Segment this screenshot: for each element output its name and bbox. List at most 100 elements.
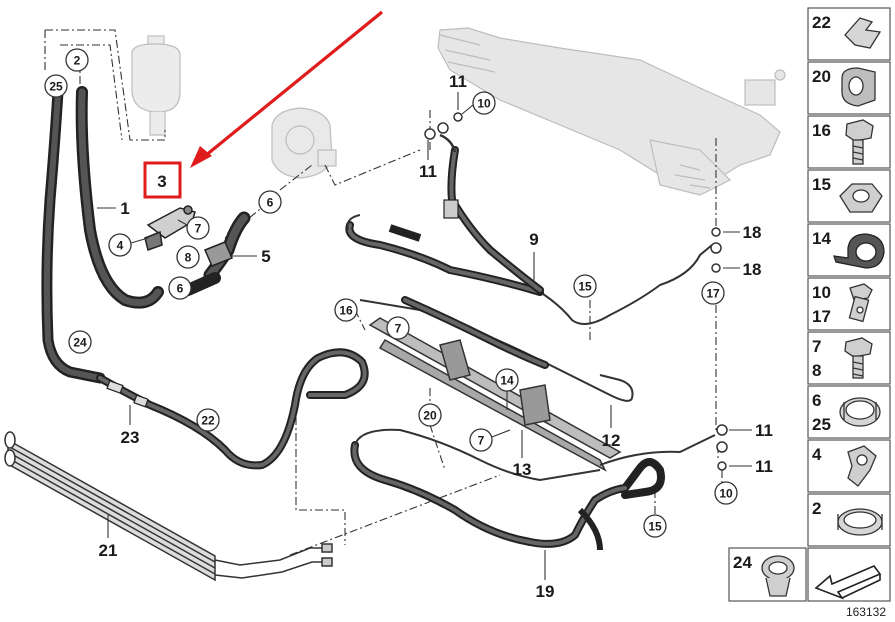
hose-clamp-icon [837, 508, 883, 536]
svg-text:10: 10 [477, 97, 491, 111]
callout-22: 22 [196, 408, 220, 432]
rubber-sleeve-icon [841, 67, 876, 107]
svg-text:15: 15 [648, 520, 662, 534]
callout-5: 5 [261, 247, 270, 266]
legend-item-22: 22 [807, 7, 891, 61]
callout-15b: 15 [643, 514, 667, 538]
leader-4 [130, 237, 149, 244]
leader-7a [177, 219, 188, 226]
hex-nut-icon [839, 183, 883, 213]
highlight-arrowhead [190, 146, 212, 168]
bracket-part-3 [144, 205, 196, 251]
svg-text:20: 20 [812, 67, 831, 86]
callout-24: 24 [68, 330, 92, 354]
svg-text:4: 4 [117, 239, 124, 253]
legend-item-14: 14 [807, 223, 891, 277]
steering-pump [271, 107, 337, 179]
callout-23: 23 [121, 428, 140, 447]
svg-text:22: 22 [201, 414, 215, 428]
callout-17: 17 [701, 281, 725, 305]
svg-text:7: 7 [195, 222, 202, 236]
callout-18a: 18 [743, 223, 762, 242]
legend-item-10-17: 10 17 [807, 277, 891, 331]
figure-number: 163132 [846, 605, 886, 619]
callout-9: 9 [529, 230, 538, 249]
oil-cooler-21 [4, 431, 333, 582]
svg-text:17: 17 [812, 307, 831, 326]
svg-text:16: 16 [339, 304, 353, 318]
callout-1: 1 [120, 199, 129, 218]
highlight-arrow [203, 10, 384, 158]
p-clip-icon [833, 233, 885, 269]
hose-clamp-icon [839, 397, 881, 427]
banjo-bolt-icon [848, 283, 873, 323]
svg-text:10: 10 [812, 283, 831, 302]
callout-6a: 6 [258, 190, 282, 214]
callout-2: 2 [65, 48, 89, 72]
callout-7a: 7 [186, 216, 210, 240]
callout-13: 13 [513, 460, 532, 479]
svg-text:4: 4 [812, 445, 822, 464]
legend-item-4: 4 [807, 439, 891, 493]
return-hose-22 [96, 348, 369, 470]
callout-21: 21 [99, 541, 118, 560]
callout-6b: 6 [168, 276, 192, 300]
clamp-part-8 [204, 241, 233, 267]
callout-11d: 11 [755, 457, 773, 476]
callout-10a: 10 [472, 91, 496, 115]
svg-text:15: 15 [578, 280, 592, 294]
legend-item-24: 24 [728, 547, 807, 602]
svg-text:7: 7 [478, 434, 485, 448]
callout-14: 14 [495, 368, 519, 392]
legend-item-6-25: 6 25 [807, 385, 891, 439]
callout-11c: 11 [755, 421, 773, 440]
callout-8: 8 [176, 245, 200, 269]
svg-text:24: 24 [733, 553, 752, 572]
svg-text:2: 2 [74, 54, 81, 68]
svg-text:7: 7 [395, 322, 402, 336]
hex-bolt-icon [845, 119, 874, 165]
callout-19: 19 [536, 582, 555, 601]
svg-text:7: 7 [812, 337, 821, 356]
svg-text:15: 15 [812, 175, 831, 194]
callout-3: 3 [157, 172, 166, 191]
svg-text:16: 16 [812, 121, 831, 140]
callout-15a: 15 [573, 274, 597, 298]
callout-16: 16 [334, 298, 358, 322]
svg-text:14: 14 [812, 229, 831, 248]
svg-text:24: 24 [73, 336, 87, 350]
steering-rack [437, 27, 786, 196]
legend-item-15: 15 [807, 169, 891, 223]
leader-10a [461, 104, 474, 115]
legend-panel: 22 20 16 15 [728, 7, 891, 602]
svg-text:20: 20 [423, 409, 437, 423]
leader-7c [491, 429, 511, 438]
callout-11b: 11 [419, 162, 437, 181]
fittings-right [424, 112, 728, 471]
clip-icon [847, 445, 877, 487]
legend-item-2: 2 [807, 493, 891, 547]
svg-text:22: 22 [812, 13, 831, 32]
svg-text:8: 8 [185, 251, 192, 265]
legend-item-7-8: 7 8 [807, 331, 891, 385]
svg-text:6: 6 [812, 391, 821, 410]
highlight-box [143, 161, 182, 199]
callout-7c: 7 [469, 428, 493, 452]
callout-11a: 11 [449, 72, 467, 91]
svg-text:8: 8 [812, 361, 821, 380]
svg-text:6: 6 [177, 282, 184, 296]
grommet-icon [761, 555, 795, 597]
legend-item-20: 20 [807, 61, 891, 115]
svg-text:17: 17 [706, 287, 720, 301]
bracket-13 [368, 317, 622, 472]
callout-25: 25 [44, 74, 68, 98]
callout-20: 20 [418, 403, 442, 427]
svg-text:25: 25 [812, 415, 831, 434]
clamp-bracket-icon [844, 17, 882, 49]
svg-text:25: 25 [49, 80, 63, 94]
svg-text:6: 6 [267, 196, 274, 210]
hex-bolt-icon [844, 337, 873, 379]
callout-10b: 10 [714, 481, 738, 505]
callout-7b: 7 [386, 316, 410, 340]
